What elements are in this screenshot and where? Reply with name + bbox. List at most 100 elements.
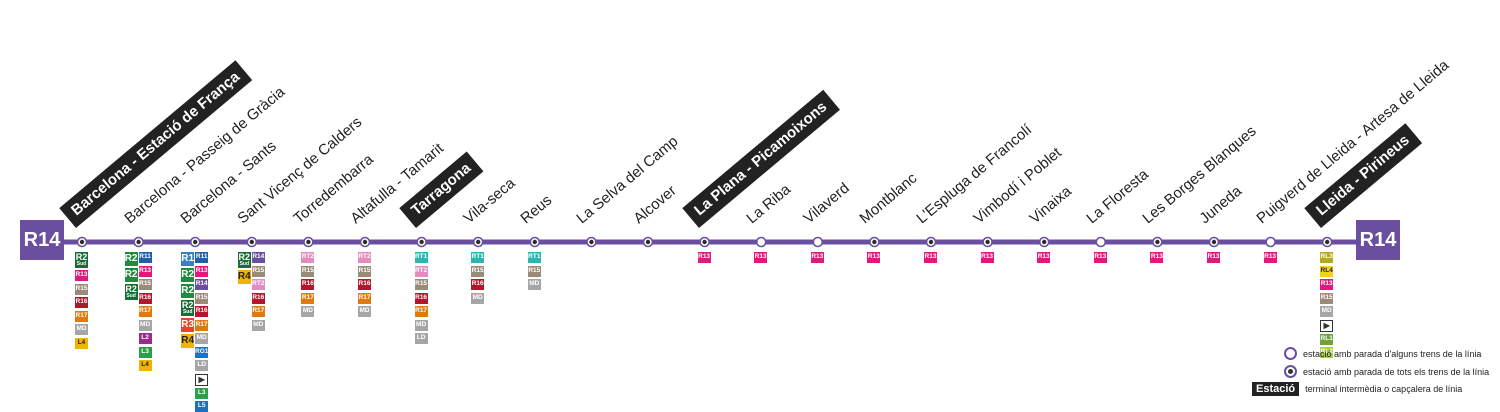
connection-label: R2 [181, 300, 194, 310]
legend-terminal-text: terminal intermèdia o capçalera de línia [1305, 384, 1463, 394]
connection-r13: R13 [924, 252, 937, 263]
station-dot[interactable] [755, 236, 767, 248]
station-dot-center [532, 239, 537, 245]
connection-r16: R16 [471, 279, 485, 290]
station-dot[interactable] [812, 236, 824, 248]
connection-r15: R15 [301, 265, 315, 277]
connection-rl3: RL3 [1320, 252, 1334, 263]
connection-sublabel: Sud [239, 261, 250, 267]
legend-full-text: estació amb parada de tots els trens de … [1303, 366, 1490, 377]
connection-r17: R17 [301, 292, 315, 304]
connection-rg1: RG1 [195, 346, 208, 358]
connection-ld: LD [195, 360, 209, 371]
station-dot-center [419, 239, 424, 245]
connection-r13: R13 [1150, 252, 1164, 263]
connection-r16: R16 [75, 297, 88, 308]
connection-label: R2 [125, 284, 137, 294]
connection-md: MD [195, 333, 209, 344]
connection-sublabel: Sud [76, 261, 87, 267]
connection-r16: R16 [414, 292, 428, 304]
connection-r2: R2 [124, 268, 138, 282]
connection-r4: R4 [237, 270, 251, 284]
high-speed-train-icon: ▶ [1320, 319, 1334, 332]
connection-md: MD [471, 292, 485, 304]
connection-r17: R17 [414, 306, 428, 317]
connection-r13: R13 [75, 270, 88, 281]
connection-r11: R11 [195, 252, 209, 263]
connection-r17: R17 [75, 310, 88, 322]
connection-r17: R17 [138, 306, 152, 317]
connection-rl1: RL1 [1320, 333, 1334, 345]
station-dot-center [306, 239, 311, 245]
connection-r1: R1 [181, 252, 195, 266]
connection-r2: R2 [124, 252, 138, 266]
station-dot-center [79, 239, 85, 245]
station-dot-center [476, 239, 481, 245]
station-dot-center [362, 239, 368, 245]
connection-r16: R16 [251, 292, 265, 304]
station-dot-center [1155, 239, 1160, 245]
connection-r13: R13 [697, 252, 711, 263]
connection-r13: R13 [1263, 252, 1277, 263]
connection-l4: L4 [138, 360, 152, 371]
connection-md: MD [527, 279, 541, 290]
connection-r17: R17 [251, 306, 265, 317]
line-badge-left: R14 [20, 220, 64, 260]
connection-rt1: RT1 [471, 252, 485, 263]
station-dot-center [1325, 239, 1330, 245]
connection-rt1: RT1 [414, 252, 428, 263]
connection-r13: R13 [1320, 279, 1334, 290]
station-dot[interactable] [1095, 236, 1107, 248]
legend-open: estació amb parada d'alguns trens de la … [1284, 347, 1481, 360]
station-dot-center [136, 239, 141, 245]
connection-rl2: RL2 [1320, 347, 1334, 358]
connection-l4: L4 [75, 337, 88, 349]
connection-l3: L3 [195, 387, 209, 399]
connection-r16: R16 [138, 292, 152, 304]
open-stop-icon [1284, 347, 1297, 360]
connection-r13: R13 [754, 252, 768, 263]
station-dot[interactable] [1265, 236, 1276, 248]
connection-r14: R14 [251, 252, 265, 263]
station-dot-center [985, 239, 990, 245]
connection-sublabel: Sud [126, 293, 136, 299]
connection-rt1: RT1 [527, 252, 541, 263]
connection-ld: LD [414, 333, 428, 344]
connection-r16: R16 [301, 279, 315, 290]
connection-r2: R2 [181, 268, 195, 282]
connection-r11: R11 [138, 252, 152, 263]
legend-open-text: estació amb parada d'alguns trens de la … [1303, 348, 1482, 359]
connection-rt2: RT2 [358, 252, 371, 263]
station-dot-center [1211, 239, 1217, 245]
connection-label: R2 [238, 252, 251, 262]
connection-r13: R13 [195, 265, 209, 277]
connection-r13: R13 [867, 252, 881, 263]
station-dot-center [193, 239, 198, 245]
connection-r15: R15 [251, 265, 265, 277]
connection-r17: R17 [358, 292, 371, 304]
connection-r3: R3 [181, 318, 195, 332]
connection-r15: R15 [527, 265, 541, 277]
legend-terminal-label: Estació [1252, 382, 1300, 396]
connection-r13: R13 [1207, 252, 1220, 263]
connection-r17: R17 [195, 319, 209, 331]
line-badge-right: R14 [1356, 220, 1400, 260]
connection-md: MD [358, 306, 371, 317]
connection-md: MD [138, 319, 152, 331]
station-dot-center [1042, 239, 1047, 245]
connection-rl4: RL4 [1320, 265, 1334, 277]
connection-r13: R13 [1093, 252, 1107, 263]
station-dot-center [249, 239, 254, 245]
station-dot-center [928, 239, 934, 245]
legend-full: estació amb parada de tots els trens de … [1284, 365, 1489, 378]
high-speed-train-icon: ▶ [195, 373, 209, 386]
legend-terminal: Estació terminal intermèdia o capçalera … [1252, 382, 1462, 396]
connection-r13: R13 [980, 252, 994, 263]
station-dot-center [702, 239, 707, 245]
